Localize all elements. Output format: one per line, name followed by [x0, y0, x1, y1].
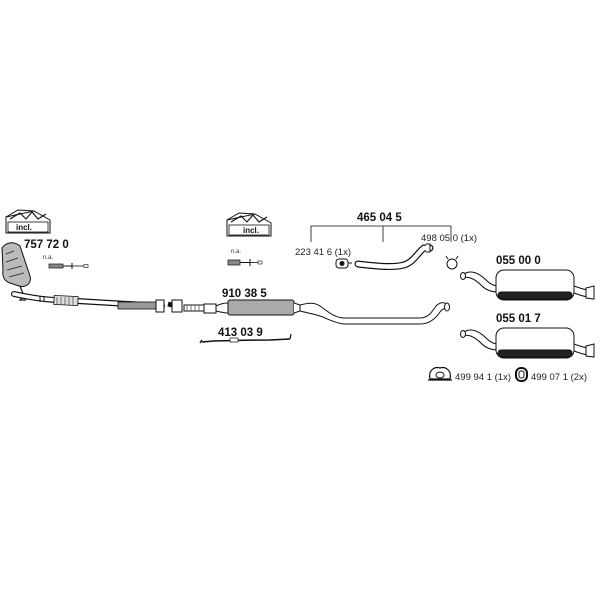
middle-pipe-set-bracket-lines — [310, 225, 452, 242]
lambda-sensor-icon-middle — [227, 259, 263, 266]
kit-label-left: incl. — [16, 223, 32, 232]
part-number-clamp-middle[interactable]: 498 05 0 (1x) — [421, 233, 477, 244]
part-number-rear-silencer-b[interactable]: 055 01 7 — [496, 313, 541, 325]
rubber-mount-icon[interactable] — [428, 366, 452, 381]
kit-label-middle: incl. — [243, 226, 259, 235]
lambda-sensor-icon-left — [48, 263, 89, 269]
part-number-clamp-small[interactable]: 223 41 6 (1x) — [295, 247, 351, 258]
clamp-ring-icon[interactable] — [445, 255, 459, 270]
front-pipe-drawing[interactable] — [11, 291, 165, 313]
clamp-icon-small[interactable] — [335, 258, 352, 269]
part-number-middle-pipe-set[interactable]: 465 04 5 — [357, 212, 402, 224]
part-number-rubber-ring[interactable]: 499 07 1 (2x) — [531, 372, 587, 383]
kit-box-icon-left: incl. — [5, 209, 51, 234]
bracket-pipe-drawing[interactable] — [199, 333, 292, 344]
kit-box-icon-middle: incl. — [226, 212, 272, 237]
part-number-catalytic-converter[interactable]: 757 72 0 — [24, 239, 69, 251]
catalytic-converter-drawing[interactable] — [1, 242, 31, 301]
rubber-ring-icon[interactable] — [515, 367, 528, 382]
part-number-bracket-pipe[interactable]: 413 03 9 — [218, 327, 263, 339]
part-number-rear-silencer-a[interactable]: 055 00 0 — [496, 255, 541, 267]
middle-pipe-drawing[interactable] — [354, 243, 434, 271]
front-silencer-drawing[interactable] — [167, 298, 450, 325]
na-label-middle: n.a. — [231, 249, 241, 255]
part-number-front-silencer[interactable]: 910 38 5 — [222, 288, 267, 300]
part-number-rubber-mount[interactable]: 499 94 1 (1x) — [455, 372, 511, 383]
rear-silencer-b-drawing[interactable] — [460, 327, 595, 359]
na-label-left: n.a. — [43, 255, 53, 261]
rear-silencer-a-drawing[interactable] — [460, 269, 595, 301]
